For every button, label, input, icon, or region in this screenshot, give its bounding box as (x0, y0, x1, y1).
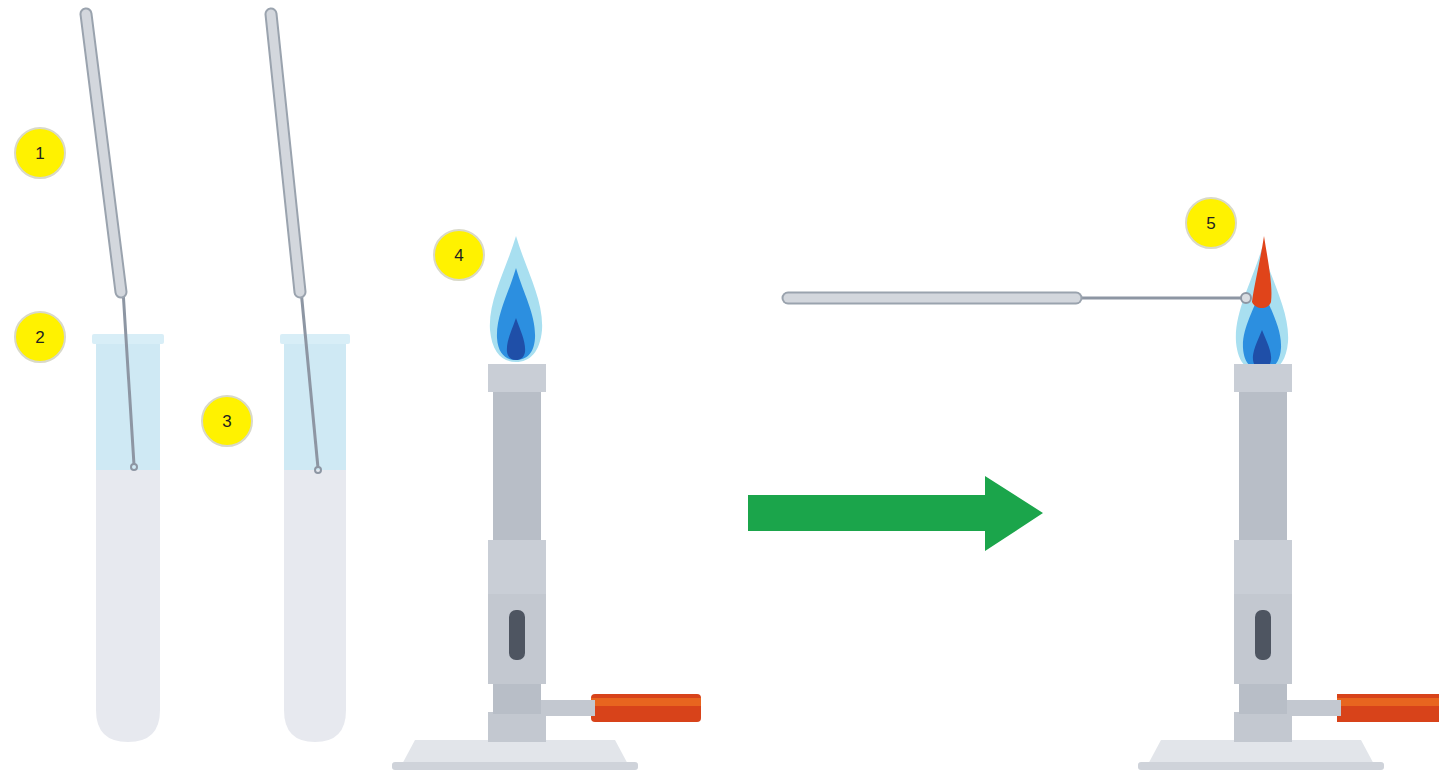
callout-number: 2 (14, 311, 66, 363)
bunsen-burner (1138, 236, 1439, 770)
test-tube (92, 334, 164, 742)
test-tube (280, 334, 350, 742)
callout-text: 5 (1206, 215, 1215, 232)
callout-text: 3 (222, 413, 231, 430)
callout-number: 5 (1185, 197, 1237, 249)
callout-text: 1 (35, 145, 44, 162)
process-arrow (748, 476, 1043, 551)
inoculating-loop (271, 14, 321, 473)
callout-number: 1 (14, 127, 66, 179)
callout-text: 4 (454, 247, 463, 264)
callout-number: 4 (433, 229, 485, 281)
bunsen-burner (392, 236, 701, 770)
inoculating-loop (86, 14, 137, 470)
inoculating-loop (788, 293, 1251, 303)
callout-number: 3 (201, 395, 253, 447)
callout-text: 2 (35, 329, 44, 346)
